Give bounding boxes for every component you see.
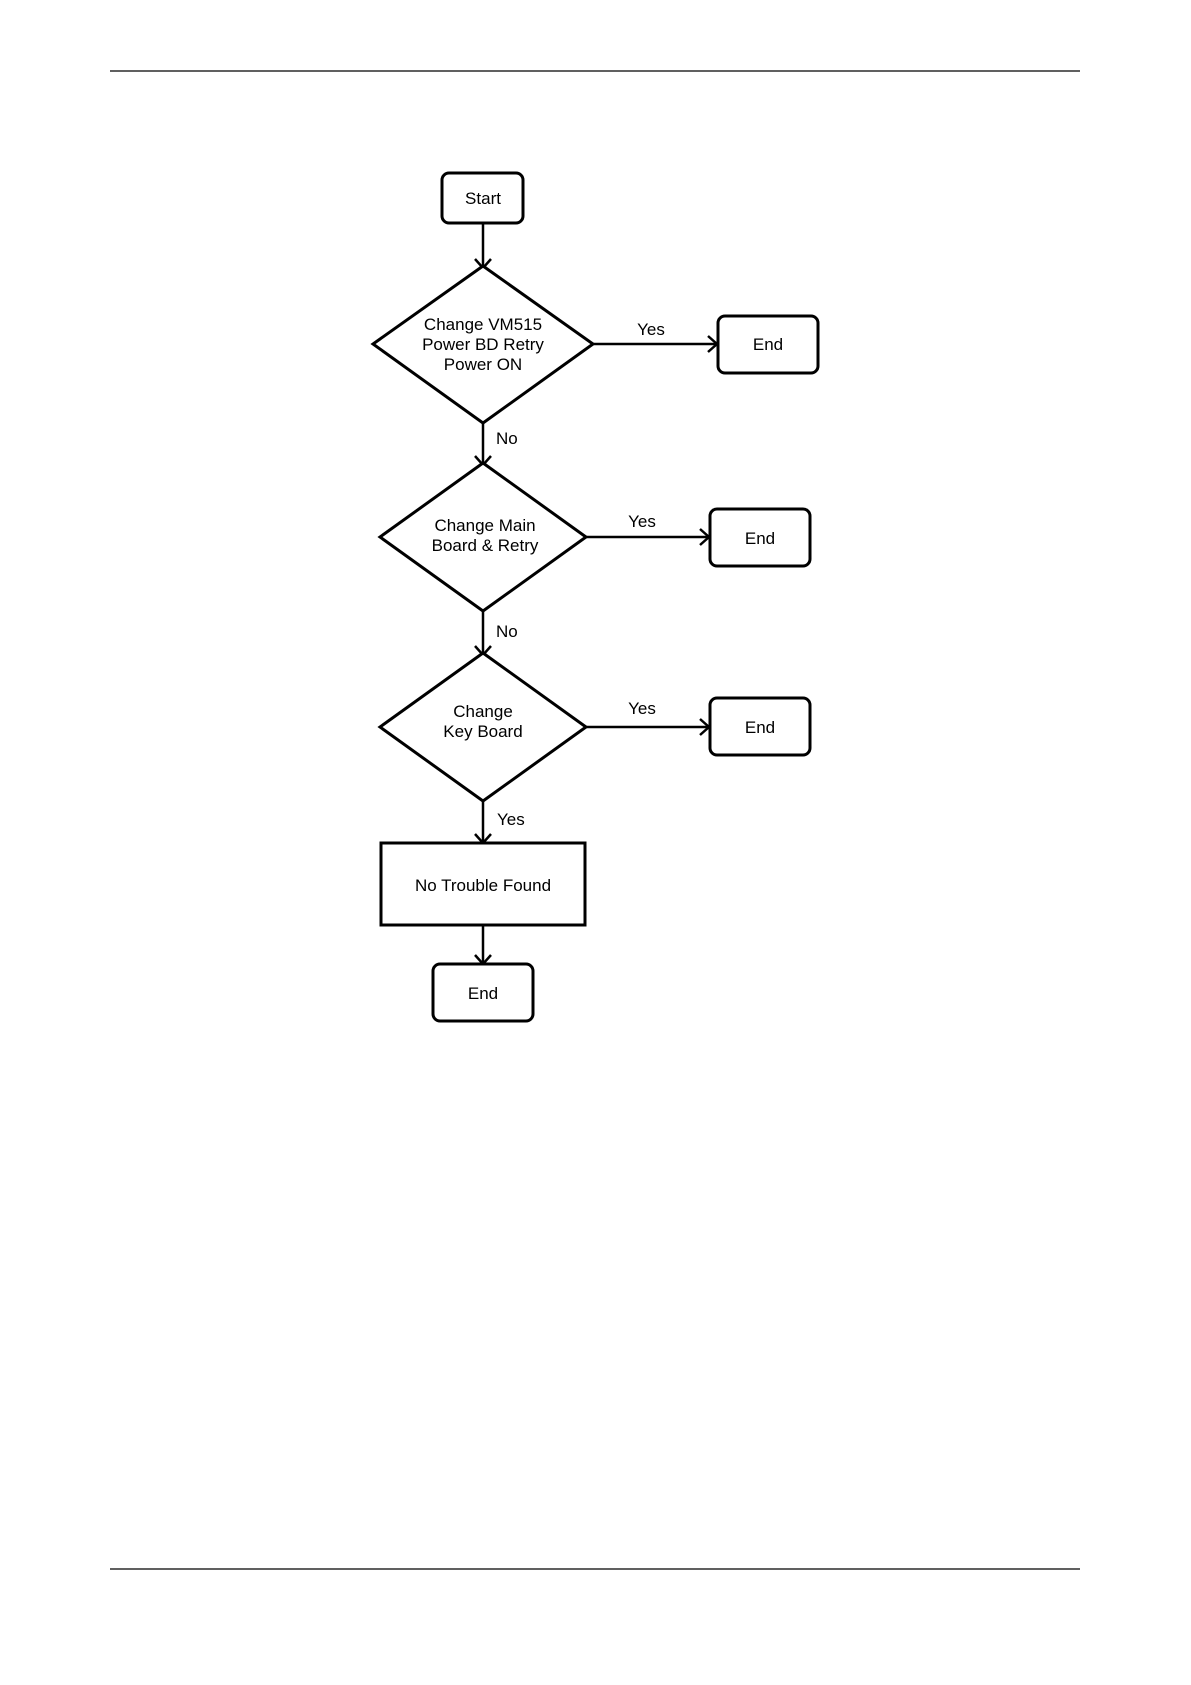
end-label-final: End — [468, 984, 498, 1003]
edge-label-d1-no: No — [496, 429, 518, 448]
end-label-3: End — [745, 718, 775, 737]
decision-2-line-2: Board & Retry — [432, 536, 539, 555]
start-label: Start — [465, 189, 501, 208]
edge-label-d2-yes: Yes — [628, 512, 656, 531]
decision-1-line-1: Change VM515 — [424, 315, 542, 334]
process-label: No Trouble Found — [415, 876, 551, 895]
edge-label-d1-yes: Yes — [637, 320, 665, 339]
edge-label-d3-down: Yes — [497, 810, 525, 829]
decision-2-line-1: Change Main — [434, 516, 535, 535]
decision-3-line-1: Change — [453, 702, 513, 721]
decision-1-line-2: Power BD Retry — [422, 335, 544, 354]
decision-3-line-2: Key Board — [443, 722, 522, 741]
edge-label-d2-no: No — [496, 622, 518, 641]
end-label-2: End — [745, 529, 775, 548]
end-label-1: End — [753, 335, 783, 354]
decision-1-line-3: Power ON — [444, 355, 522, 374]
edge-label-d3-yes: Yes — [628, 699, 656, 718]
